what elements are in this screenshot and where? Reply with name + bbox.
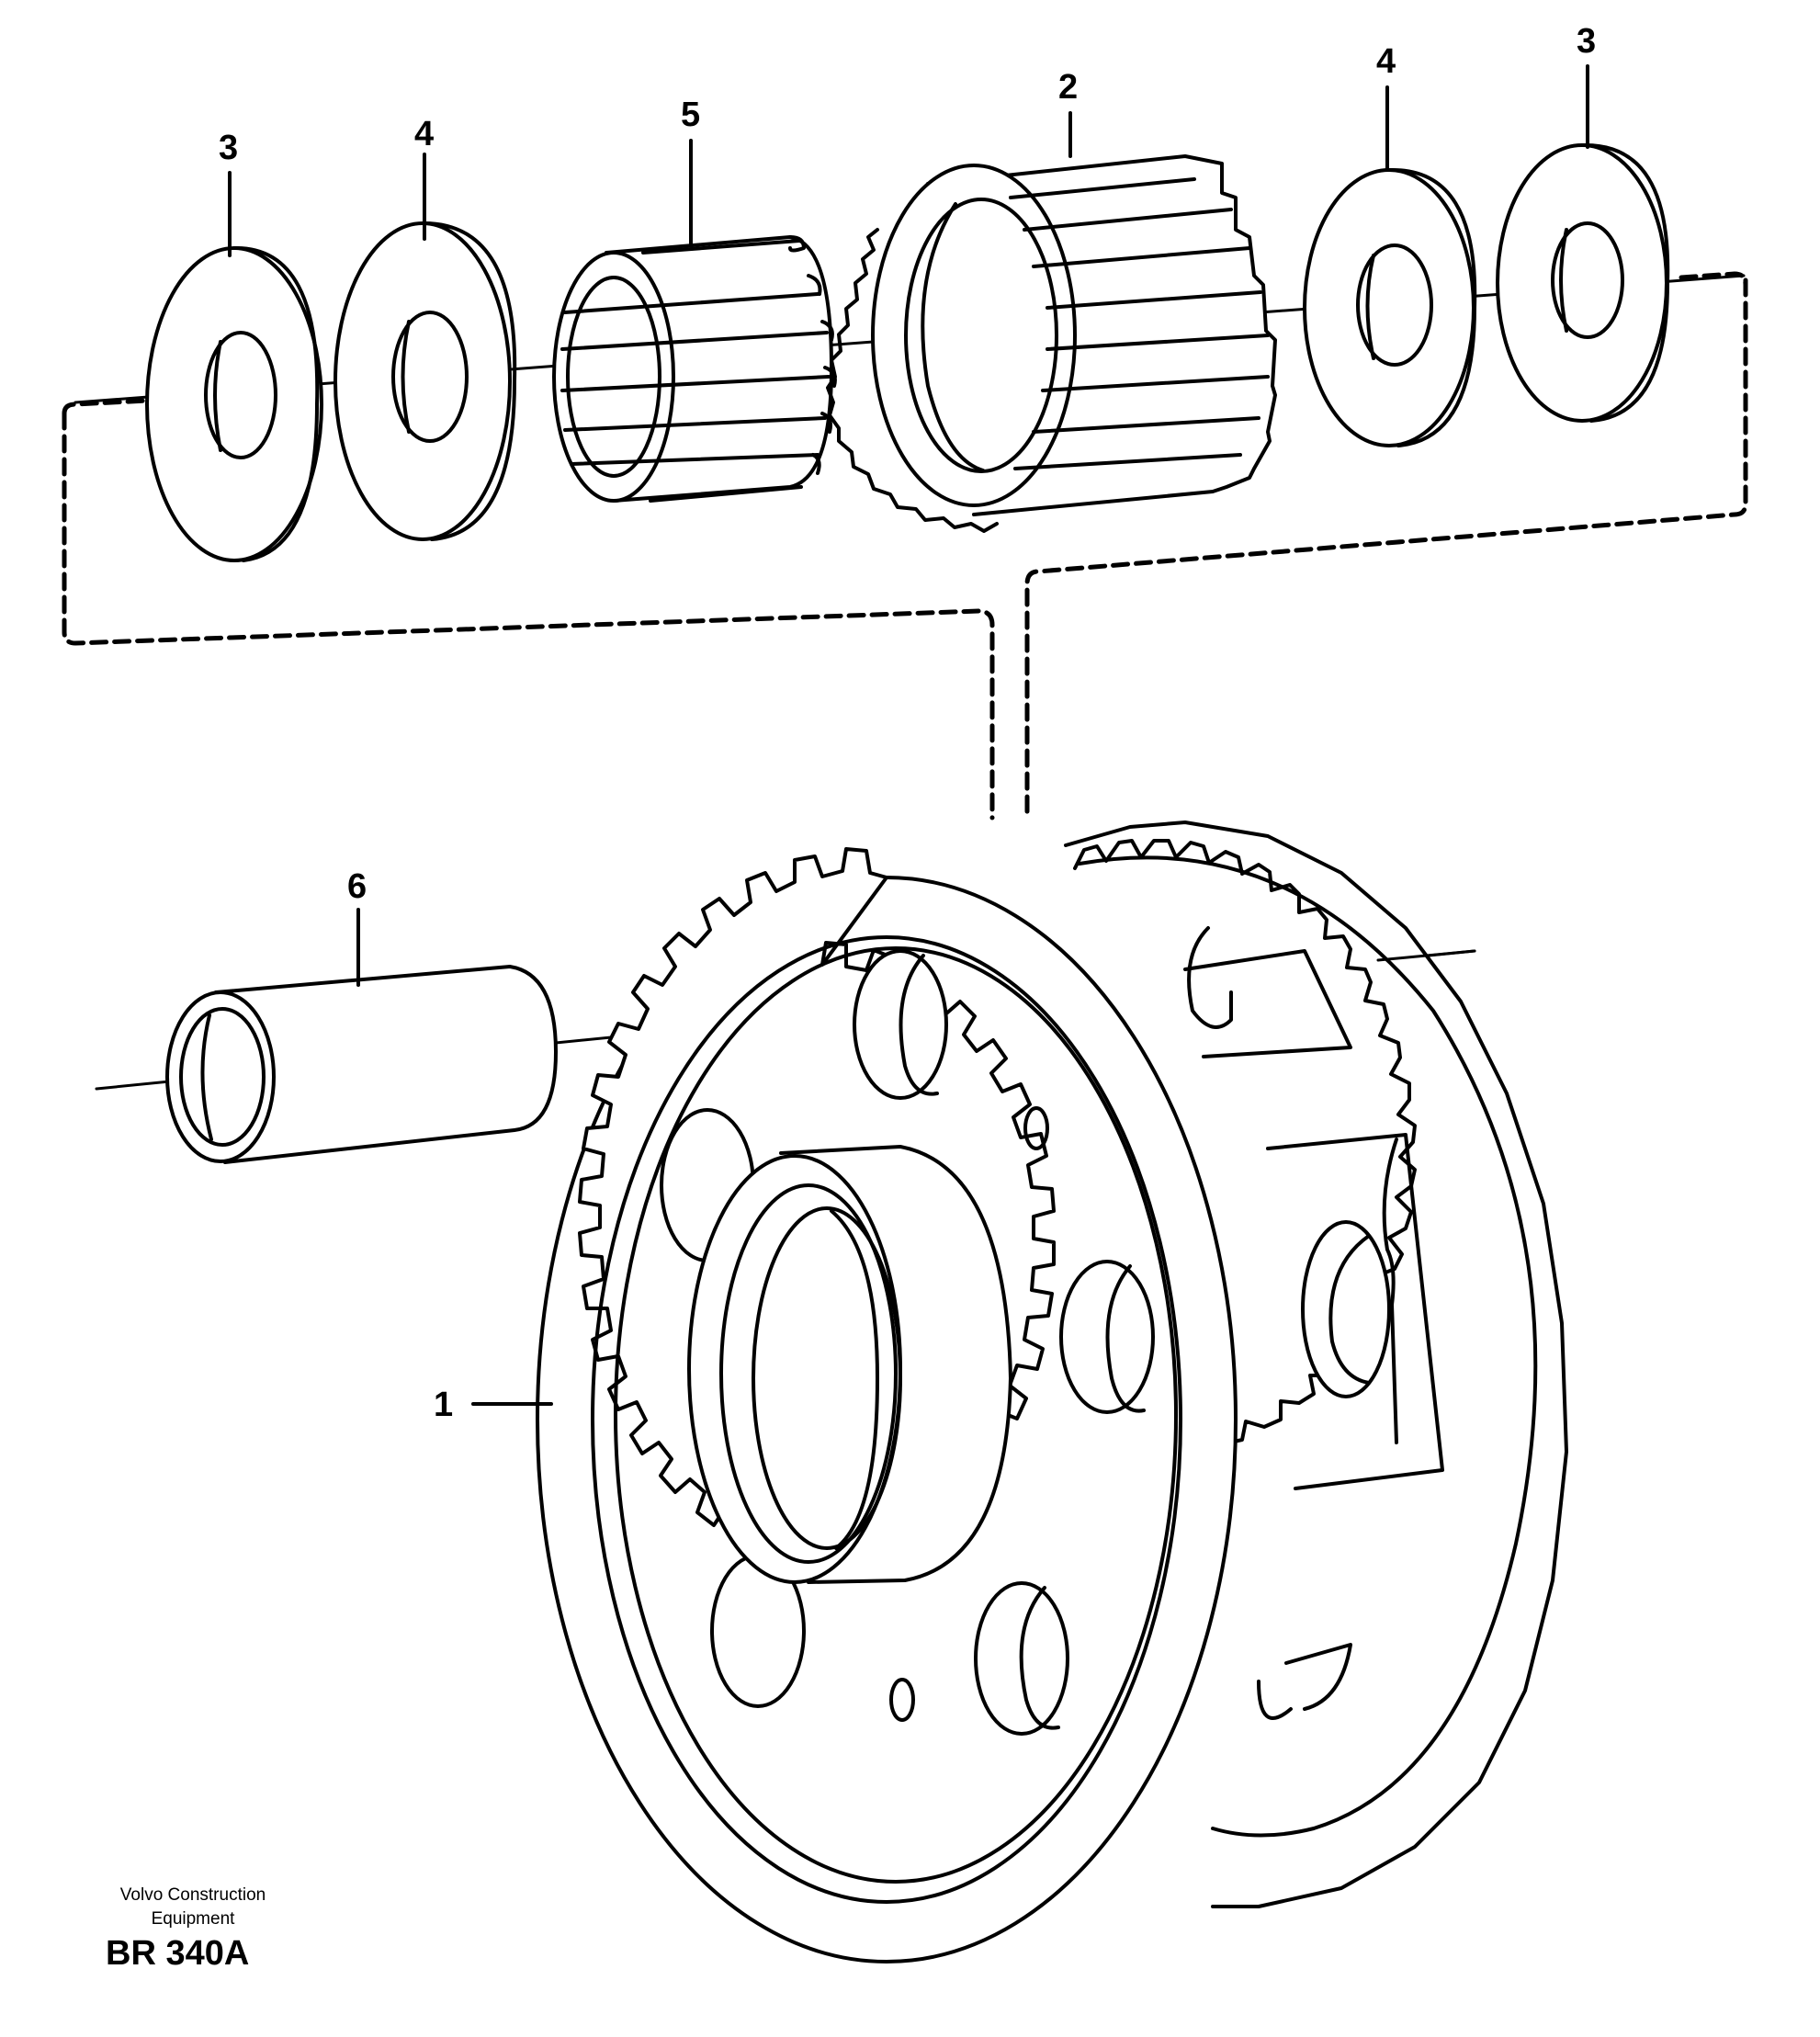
callout-1: 1 — [434, 1386, 454, 1424]
spacer-washer-left — [333, 221, 517, 541]
callout-4-left: 4 — [414, 115, 435, 153]
callout-4-right: 4 — [1376, 42, 1396, 81]
callout-3-left: 3 — [219, 129, 239, 167]
bushing-sleeve — [165, 965, 558, 1164]
callout-6: 6 — [347, 867, 367, 906]
callout-5: 5 — [681, 96, 701, 134]
leader-lines — [228, 64, 1589, 1406]
drawing-code: BR 340A — [106, 1934, 250, 1974]
callout-2: 2 — [1058, 68, 1079, 107]
thrust-washer-left — [145, 245, 323, 562]
thrust-washer-right — [1496, 142, 1670, 423]
assembly-bracket — [62, 271, 1748, 822]
credit-line-2: Equipment — [151, 1908, 235, 1929]
credit-line-1: Volvo Construction — [119, 1885, 266, 1905]
spacer-washer-right — [1303, 167, 1477, 447]
callout-3-right: 3 — [1577, 22, 1597, 61]
publisher-credit: Volvo Construction Equipment BR 340A — [106, 1884, 280, 1974]
carrier-front-gear — [536, 847, 1238, 1963]
idler-gear — [826, 154, 1277, 533]
small-pinion-gear — [552, 235, 837, 503]
